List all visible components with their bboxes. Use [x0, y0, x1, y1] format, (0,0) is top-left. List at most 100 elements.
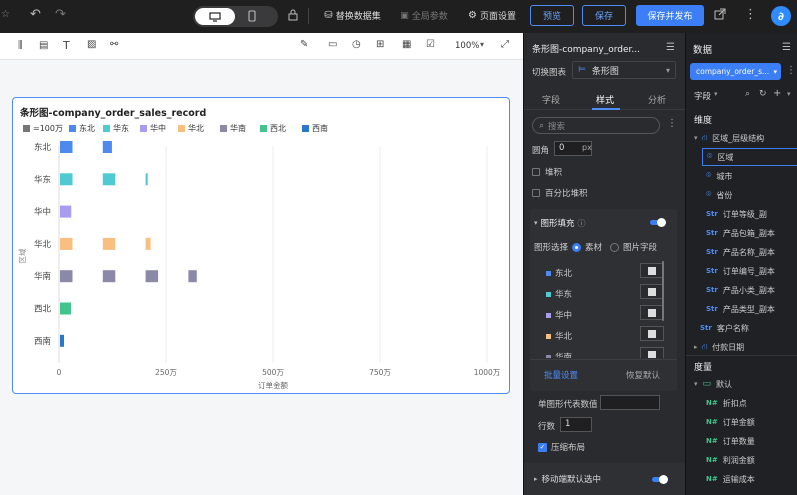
tree-item-dimension[interactable]: ⌾省份	[686, 186, 797, 204]
shape-picker[interactable]	[640, 347, 664, 358]
search-input[interactable]: ⌕ 搜索	[532, 117, 660, 134]
bar-icon[interactable]	[146, 270, 159, 282]
tree-item-dimension[interactable]: Str订单编号_副本	[686, 262, 797, 280]
desktop-view-button[interactable]	[195, 8, 235, 25]
check-box-icon[interactable]: ☑	[426, 39, 435, 50]
bar-icon-partial[interactable]	[146, 238, 151, 250]
percent-stack-checkbox[interactable]	[532, 189, 540, 197]
chevron-down-icon[interactable]: ▾	[787, 90, 791, 98]
chart-card[interactable]: 条形图-company_order_sales_record =100万东北华东…	[12, 97, 510, 394]
tab-analysis[interactable]: 分析	[648, 93, 666, 106]
tree-item-dimension[interactable]: Str产品小类_副本	[686, 281, 797, 299]
print-icon[interactable]: ▦	[402, 39, 411, 50]
tree-item-dimension[interactable]: ⌾城市	[686, 167, 797, 185]
mobile-toggle[interactable]	[652, 477, 666, 482]
tree-item-dimension[interactable]: Str产品类型_副本	[686, 300, 797, 318]
link-icon[interactable]: ⚯	[110, 39, 118, 50]
radio-material[interactable]	[572, 243, 581, 252]
refresh-icon[interactable]: ↻	[759, 89, 767, 99]
save-publish-button[interactable]: 保存并发布	[636, 5, 704, 26]
more-vertical-icon[interactable]: ⋮	[744, 7, 757, 22]
check-icon[interactable]: ✓	[538, 443, 547, 452]
tree-item-dimension[interactable]: Str客户名称	[686, 319, 797, 337]
bar-icon[interactable]	[103, 270, 116, 282]
measure-group[interactable]: ▾ ▭ 默认	[686, 375, 797, 393]
doc-icon[interactable]: ▭	[328, 39, 337, 50]
batch-settings-link[interactable]: 批量设置	[544, 369, 578, 381]
shape-picker[interactable]	[640, 326, 664, 341]
bar-icon[interactable]	[103, 173, 116, 185]
external-link-icon[interactable]	[714, 8, 726, 23]
fill-toggle[interactable]	[650, 220, 664, 225]
star-icon[interactable]: ☆	[1, 9, 10, 20]
single-value-input[interactable]	[600, 395, 660, 410]
redo-icon[interactable]: ↷	[55, 7, 66, 22]
bar-icon[interactable]	[103, 238, 116, 250]
bar-icon[interactable]	[60, 173, 73, 185]
chevron-down-icon[interactable]: ▾	[480, 40, 484, 49]
tree-item-dimension[interactable]: ⌾区域	[702, 148, 797, 166]
fill-section-header[interactable]: ▾ 图形填充 ⓘ	[534, 217, 586, 229]
lock-icon[interactable]	[288, 9, 298, 24]
paint-icon[interactable]: ✎	[300, 39, 308, 50]
mobile-section-header[interactable]: ▸ 移动端默认选中	[534, 473, 601, 485]
shape-picker[interactable]	[640, 263, 664, 278]
tree-item-dimension[interactable]: ▾⛙区域_层级结构	[686, 129, 797, 147]
panel-menu-icon[interactable]: ☰	[782, 42, 791, 53]
dataset-select[interactable]: company_order_s... ▾	[690, 63, 781, 80]
bar-icon[interactable]	[60, 141, 73, 153]
replace-dataset-button[interactable]: ⛁ 替换数据集	[320, 5, 385, 26]
image-icon[interactable]: ▨	[87, 39, 96, 50]
percent-stack-option[interactable]: 百分比堆积	[532, 187, 588, 199]
bar-icon-partial[interactable]	[188, 270, 196, 282]
component-icon[interactable]: ⊞	[376, 39, 384, 50]
search-icon[interactable]: ⌕	[745, 89, 750, 99]
tab-style[interactable]: 样式	[596, 93, 614, 106]
clock-icon[interactable]: ◷	[352, 39, 361, 50]
more-vertical-icon[interactable]: ⋮	[786, 65, 796, 76]
table-icon[interactable]: ▤	[39, 40, 48, 51]
add-icon[interactable]: +	[773, 88, 781, 99]
tree-item-dimension[interactable]: ▸⛙付款日期	[686, 338, 797, 356]
rows-input[interactable]: 1	[560, 417, 592, 432]
bar-icon-partial[interactable]	[60, 206, 71, 218]
radio-image-field[interactable]	[610, 243, 619, 252]
page-settings-button[interactable]: ⚙ 页面设置	[463, 5, 521, 26]
bar-icon[interactable]	[60, 238, 73, 250]
undo-icon[interactable]: ↶	[30, 7, 41, 22]
scrollbar[interactable]	[662, 261, 664, 321]
compress-option[interactable]: ✓ 压缩布局	[538, 441, 585, 453]
restore-default-link[interactable]: 恢复默认	[626, 369, 660, 381]
zoom-level[interactable]: 100%	[455, 41, 479, 51]
more-vertical-icon[interactable]: ⋮	[667, 118, 677, 129]
expand-icon[interactable]: ⤢	[501, 39, 509, 50]
tab-fields[interactable]: 字段	[542, 93, 560, 106]
text-icon[interactable]: T	[63, 39, 70, 52]
bar-icon-partial[interactable]	[146, 173, 148, 185]
preview-button[interactable]: 预览	[530, 5, 574, 26]
bar-icon-partial[interactable]	[60, 303, 71, 315]
tree-item-measure[interactable]: N#订单数量	[686, 432, 797, 450]
chart-type-select[interactable]: ⊨ 条形图 ▾	[572, 61, 676, 79]
grid-icon[interactable]: ⫼	[18, 40, 23, 51]
global-params-button[interactable]: ▣ 全局参数	[395, 5, 453, 26]
tree-item-measure[interactable]: N#折扣点	[686, 394, 797, 412]
chevron-down-icon[interactable]: ▾	[714, 90, 718, 98]
shape-picker[interactable]	[640, 305, 664, 320]
tree-item-measure[interactable]: N#订单金额	[686, 413, 797, 431]
tree-item-measure[interactable]: N#运输成本	[686, 470, 797, 488]
tree-item-dimension[interactable]: Str订单等级_副	[686, 205, 797, 223]
bar-icon-partial[interactable]	[103, 141, 112, 153]
tree-item-dimension[interactable]: Str产品名称_副本	[686, 243, 797, 261]
bar-icon-partial[interactable]	[60, 335, 64, 347]
mobile-view-button[interactable]	[248, 10, 256, 25]
save-button[interactable]: 保存	[582, 5, 626, 26]
tree-item-measure[interactable]: N#利润金额	[686, 451, 797, 469]
tree-item-dimension[interactable]: Str产品包箱_副本	[686, 224, 797, 242]
shape-picker[interactable]	[640, 284, 664, 299]
avatar[interactable]: ∂	[771, 6, 791, 26]
stack-option[interactable]: 堆积	[532, 166, 562, 178]
panel-menu-icon[interactable]: ☰	[666, 42, 675, 53]
stack-checkbox[interactable]	[532, 168, 540, 176]
bar-icon[interactable]	[60, 270, 73, 282]
